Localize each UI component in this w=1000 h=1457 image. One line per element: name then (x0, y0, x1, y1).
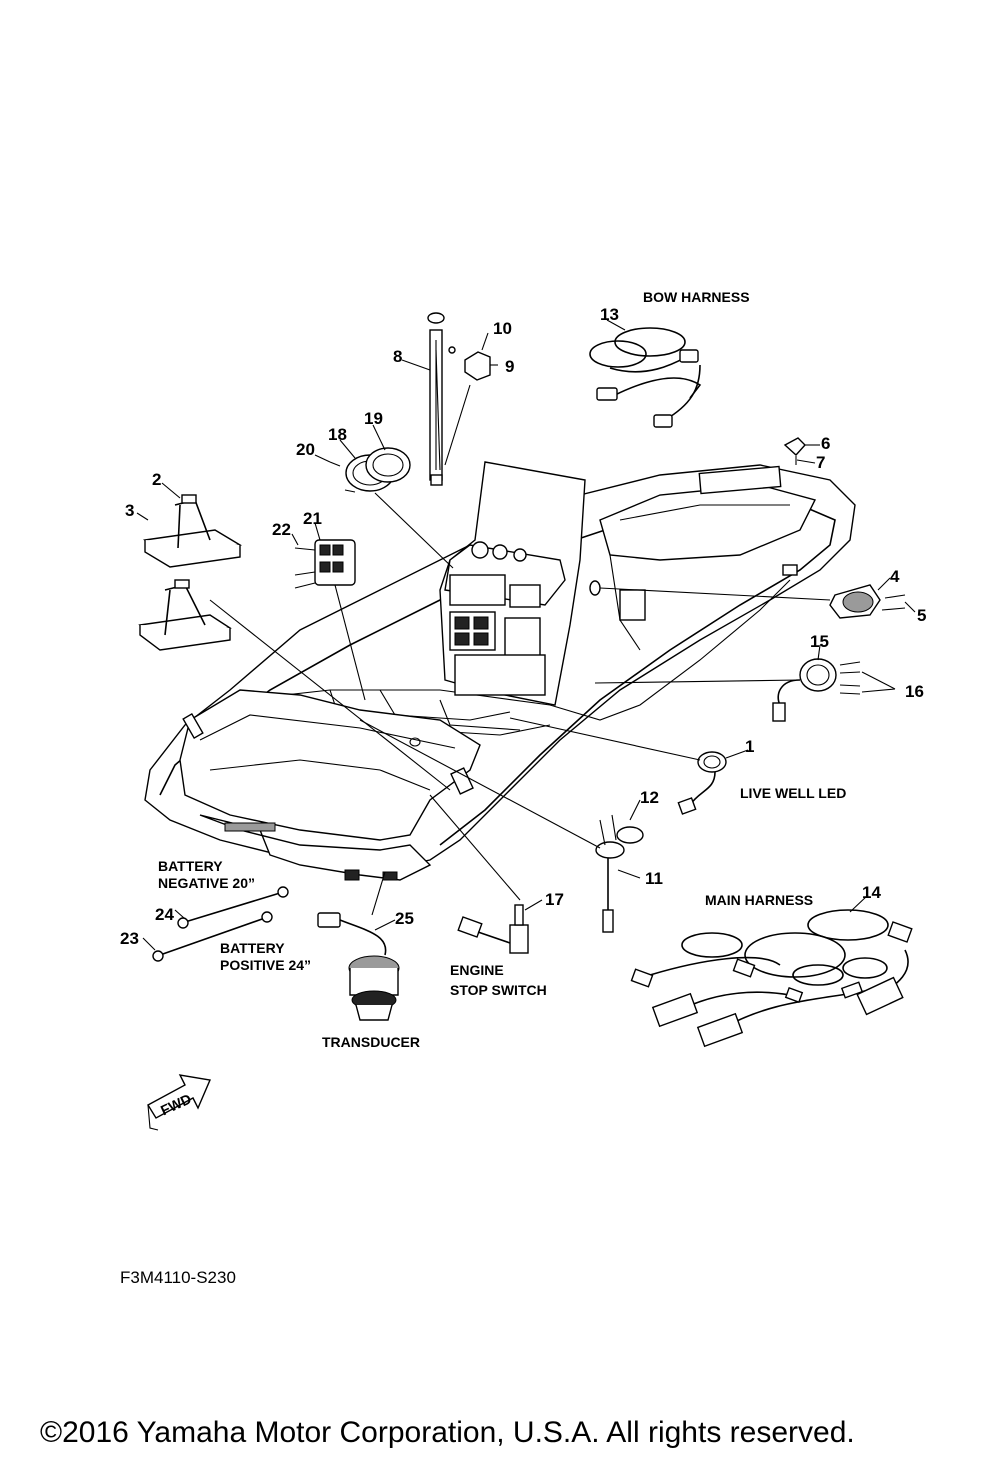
callout-18: 18 (328, 425, 347, 444)
callout-25: 25 (395, 909, 414, 928)
bow-harness-label: BOW HARNESS (643, 289, 750, 305)
battery-tray-upper (142, 494, 243, 568)
battery-negative-label-line2: NEGATIVE 20” (158, 875, 255, 891)
antenna-rod-assembly (427, 312, 491, 486)
live-well-led-label: LIVE WELL LED (740, 785, 846, 801)
callout-1: 1 (745, 737, 754, 756)
callout-10: 10 (493, 319, 512, 338)
callout-12: 12 (640, 788, 659, 807)
battery-positive-label-line2: POSITIVE 24” (220, 957, 311, 973)
callout-22: 22 (272, 520, 291, 539)
battery-cables (152, 886, 289, 962)
callout-11: 11 (645, 869, 663, 888)
battery-negative-label-line1: BATTERY (158, 858, 223, 874)
callout-4: 4 (890, 567, 900, 586)
transducer-label: TRANSDUCER (322, 1034, 420, 1050)
figure-code: F3M4110-S230 (120, 1268, 236, 1287)
courtesy-light (594, 658, 861, 722)
part-labels: BOW HARNESS MAIN HARNESS LIVE WELL LED B… (158, 289, 846, 1050)
main-harness-label: MAIN HARNESS (705, 892, 813, 908)
callout-19: 19 (364, 409, 383, 428)
live-well-led (509, 717, 727, 815)
engine-stop-label-line2: STOP SWITCH (450, 982, 547, 998)
callout-3: 3 (125, 501, 134, 520)
callout-6: 6 (821, 434, 830, 453)
callout-7: 7 (816, 453, 825, 472)
bow-harness (589, 327, 702, 428)
transducer (317, 871, 400, 1021)
leader-lines (136, 319, 916, 951)
callout-17: 17 (545, 890, 564, 909)
main-harness (630, 909, 913, 1048)
callout-20: 20 (296, 440, 315, 459)
engine-stop-label-line1: ENGINE (450, 962, 504, 978)
engine-stop-switch (429, 794, 529, 954)
drain-plug-switch (359, 719, 644, 933)
battery-tray-lower (138, 579, 451, 791)
battery-positive-label-line1: BATTERY (220, 940, 285, 956)
switch-panel (294, 539, 366, 701)
callout-9: 9 (505, 357, 514, 376)
callout-2: 2 (152, 470, 161, 489)
callout-21: 21 (303, 509, 322, 528)
callout-15: 15 (810, 632, 829, 651)
fwd-label: FWD (158, 1090, 194, 1118)
callout-5: 5 (917, 606, 926, 625)
callout-24: 24 (155, 905, 174, 924)
callout-numbers: 1 2 3 4 5 6 7 8 9 10 11 12 13 14 15 16 1… (120, 305, 926, 948)
speaker-right (599, 584, 906, 619)
fwd-arrow-icon: FWD (147, 1074, 211, 1131)
callout-16: 16 (905, 682, 924, 701)
boat-hull (144, 461, 856, 881)
callout-23: 23 (120, 929, 139, 948)
callout-14: 14 (862, 883, 881, 902)
copyright-notice: ©2016 Yamaha Motor Corporation, U.S.A. A… (40, 1416, 855, 1449)
callout-8: 8 (393, 347, 402, 366)
cup-holder-assembly (329, 447, 454, 569)
callout-13: 13 (600, 305, 619, 324)
